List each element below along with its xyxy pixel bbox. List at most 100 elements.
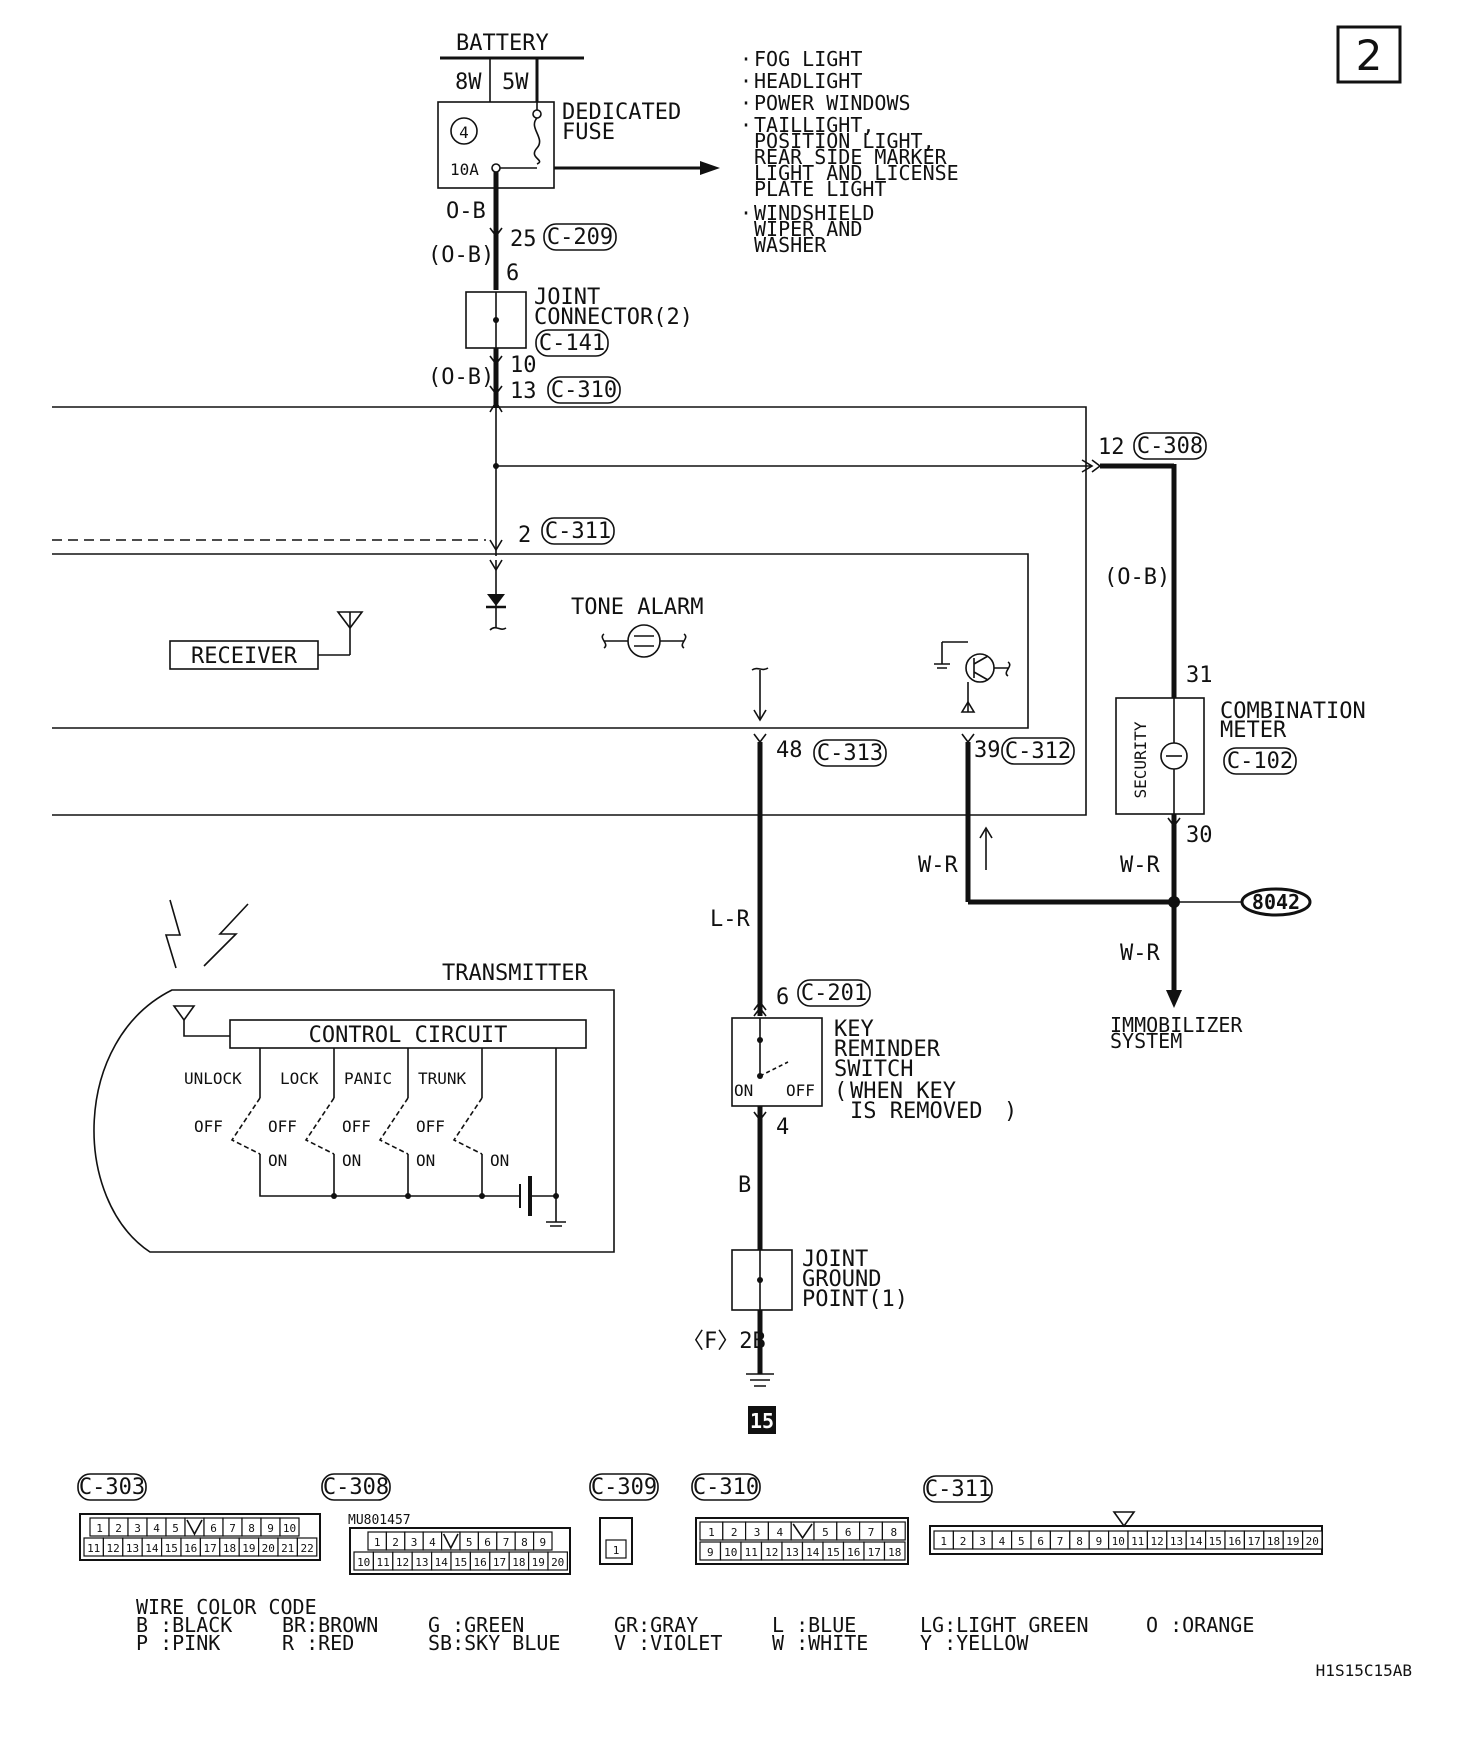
conn-c310-top-pin-label: 4 [776, 1526, 783, 1539]
switch-unlock-off: OFF [194, 1117, 223, 1136]
conn-c303-bottom-pin-label: 13 [126, 1542, 139, 1555]
pin-39: 39 [974, 738, 1001, 763]
load-4-line4: LIGHT AND LICENSE [754, 161, 959, 185]
conn-c308-face-label: C-308 [323, 1475, 389, 1500]
conn-c310-face-label: C-310 [693, 1475, 759, 1500]
wire-lr-label: L-R [710, 907, 750, 932]
load-5-line1: WINDSHIELD [754, 201, 874, 225]
c311-arrow [489, 539, 503, 552]
conn-c312: C-312 [1005, 739, 1071, 764]
transistor-base [994, 661, 1011, 677]
joint-connector-line1: JOINT [534, 285, 600, 310]
conn-c309-cell [605, 1539, 627, 1559]
conn-c311-pin-label: 2 [960, 1535, 967, 1548]
conn-c201-badge [797, 979, 871, 1007]
ground-number-box [748, 1406, 776, 1434]
signal-bolt-2-icon [203, 903, 249, 967]
conn-c303-bottom-pin-label: 21 [281, 1542, 294, 1555]
conn-c311-pin-label: 7 [1057, 1535, 1064, 1548]
diode-tail [489, 626, 507, 631]
load-5-line3: WASHER [754, 233, 827, 257]
switch-panic-on: ON [416, 1151, 435, 1170]
conn-c311-pin-label: 4 [999, 1535, 1006, 1548]
control-circuit-box [229, 1019, 587, 1049]
tone-alarm-inner [634, 635, 654, 647]
pin-10: 10 [510, 353, 537, 378]
wire-ob-paren-2: (O-B) [428, 365, 494, 390]
conn-c310-bottom-pin-label: 12 [765, 1546, 778, 1559]
pin-25: 25 [510, 227, 537, 252]
conn-c308-bottom-pin-label: 11 [376, 1556, 389, 1569]
fuse-rating: 10A [450, 160, 479, 179]
battery-wire-8w: 8W [455, 70, 482, 95]
legend-r2-c1: P :PINK [136, 1631, 220, 1655]
wire-ob-paren-1: (O-B) [428, 243, 494, 268]
conn-c308-bottom-pin-label: 16 [473, 1556, 486, 1569]
conn-c310-top-pin-label: 2 [731, 1526, 738, 1539]
conn-c313-badge [813, 739, 887, 767]
conn-c303-top-pin-label: 5 [172, 1522, 179, 1535]
pin-chevron-13 [489, 385, 503, 396]
meter-label-line1: COMBINATION [1220, 699, 1366, 724]
figure-code: H1S15C15AB [1316, 1661, 1412, 1680]
conn-c310-bottom-pin-label: 10 [724, 1546, 737, 1559]
switch-node-2 [405, 1193, 411, 1199]
conn-c313: C-313 [817, 741, 883, 766]
conn-c309-face-badge [589, 1473, 659, 1501]
immobilizer-line1: IMMOBILIZER [1110, 1013, 1243, 1037]
conn-c310-bottom-pin-label: 17 [868, 1546, 881, 1559]
conn-c303-top-pin-label: 8 [248, 1522, 255, 1535]
switch-lock-on: ON [342, 1151, 361, 1170]
legend-r1-c5: L :BLUE [772, 1613, 856, 1637]
transistor-ground-icon [934, 663, 950, 669]
receiver-box [169, 640, 319, 670]
switch-unlock-label: UNLOCK [184, 1069, 242, 1088]
load-bullet-1: · [740, 47, 752, 71]
conn-c308-top-pin-label: 5 [466, 1536, 473, 1549]
switch-trunk-blade [452, 1097, 483, 1155]
conn-c312-badge [1001, 737, 1075, 765]
transmitter-label: TRANSMITTER [442, 961, 588, 986]
signal-arrow-head [979, 826, 993, 839]
conn-c311-pin-label: 3 [979, 1535, 986, 1548]
conn-c310-top-pin-label: 5 [822, 1526, 829, 1539]
signal-bolt-1-icon [164, 899, 182, 969]
conn-c141: C-141 [539, 331, 605, 356]
wire-wr-label-1: W-R [1120, 853, 1160, 878]
key-input-tail [751, 667, 769, 671]
conn-c309-face-frame [599, 1517, 633, 1565]
ground-icon [746, 1373, 774, 1387]
transmitter-ground-icon [546, 1196, 566, 1227]
joint-ground-line2: GROUND [802, 1267, 881, 1292]
load-bullet-2: · [740, 69, 752, 93]
conn-c310-bottom-pin-label: 9 [707, 1546, 714, 1559]
load-4-line2: POSITION LIGHT, [754, 129, 935, 153]
tone-alarm-leads [601, 633, 687, 649]
conn-c303-bottom-pin-label: 16 [184, 1542, 197, 1555]
legend-r2-c2: R :RED [282, 1631, 354, 1655]
pin-f2b: 〈F〉2B [682, 1329, 766, 1354]
key-reminder-line5: IS REMOVED [850, 1099, 982, 1124]
conn-c310-face-badge [691, 1473, 761, 1501]
conn-c308-top-key-mark [442, 1533, 459, 1550]
conn-c310-top-pin-label: 6 [845, 1526, 852, 1539]
conn-c303-bottom-pin-label: 11 [87, 1542, 100, 1555]
conn-c308: C-308 [1137, 434, 1203, 459]
conn-c311-pin-label: 10 [1112, 1535, 1125, 1548]
conn-c308-bottom-pin-label: 19 [532, 1556, 545, 1569]
conn-c310-top-pin-label: 8 [890, 1526, 897, 1539]
conn-c102: C-102 [1227, 749, 1293, 774]
key-input-arrow [753, 709, 767, 722]
part-number: MU801457 [348, 1513, 411, 1528]
conn-c308-bottom-pin-label: 14 [435, 1556, 449, 1569]
conn-c308-top-pin-label: 7 [503, 1536, 510, 1549]
load-5-line2: WIPER AND [754, 217, 862, 241]
load-bullet-4: · [740, 113, 752, 137]
conn-c310: C-310 [551, 378, 617, 403]
meter-label-line2: METER [1220, 718, 1287, 743]
conn-c308-bottom-cell [547, 1551, 568, 1571]
conn-c308-badge [1133, 432, 1207, 460]
wire-color-legend: WIRE COLOR CODE B :BLACK BR:BROWN G :GRE… [136, 1595, 1254, 1655]
conn-c311-pin-label: 13 [1170, 1535, 1183, 1548]
